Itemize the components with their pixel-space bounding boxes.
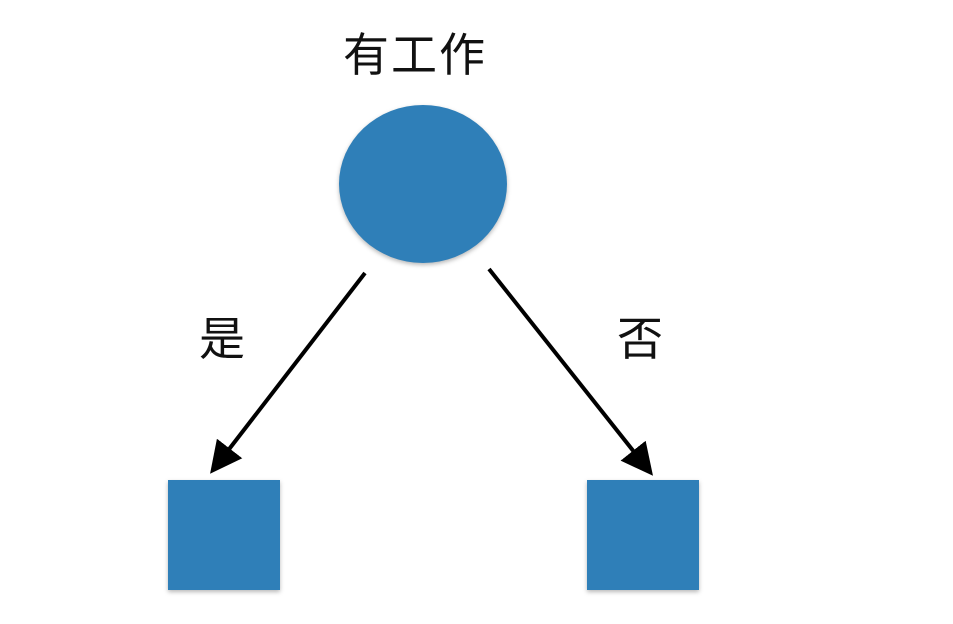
no-branch-label: 否 [617,312,663,366]
root-node-circle [339,105,507,263]
yes-leaf-square [168,480,280,590]
no-leaf-square [587,480,699,590]
yes-branch-label: 是 [199,312,245,366]
yes-branch-arrow [210,271,367,474]
no-branch-arrow [487,267,653,476]
root-node-label: 有工作 [343,28,487,82]
